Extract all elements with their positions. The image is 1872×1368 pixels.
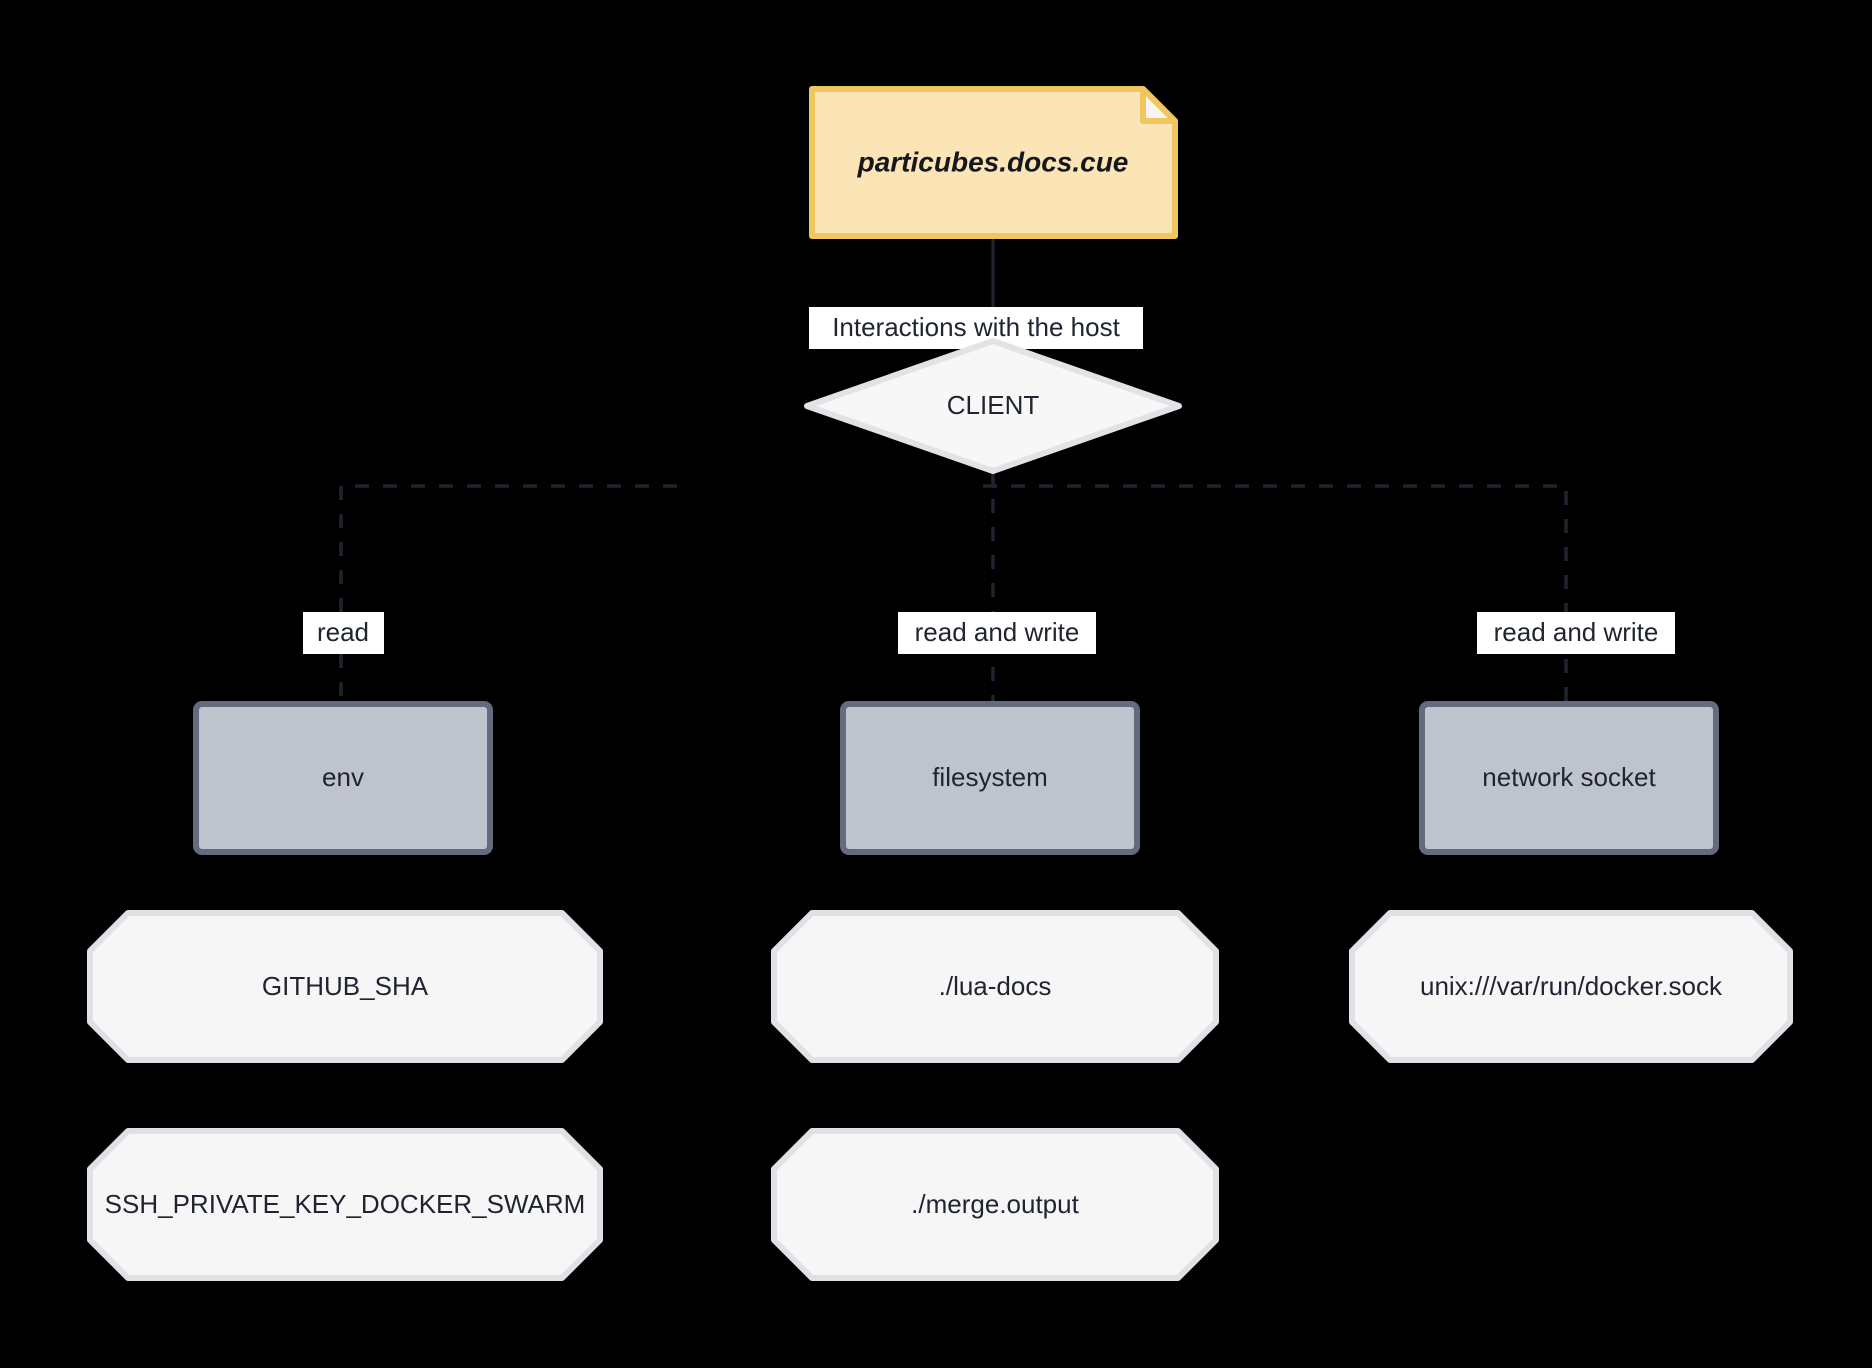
edge-label-interactions-with-the-host: Interactions with the host xyxy=(809,307,1143,349)
edge-label-read-and-write-network-socket: read and write xyxy=(1477,612,1675,654)
node-client[interactable]: CLIENT xyxy=(804,338,1182,474)
merge-output-octagon-shape xyxy=(771,1128,1219,1281)
edge-client-to-env-line xyxy=(339,484,677,704)
edge-label-background xyxy=(809,307,1143,349)
network-socket-box-shape xyxy=(1419,701,1719,855)
edge-label-background xyxy=(303,612,384,654)
filesystem-label: filesystem xyxy=(932,762,1048,792)
ssh-private-key-label: SSH_PRIVATE_KEY_DOCKER_SWARM xyxy=(105,1189,586,1219)
edge-client-to-network-socket-line xyxy=(983,484,1568,704)
ssh-private-key-octagon-shape xyxy=(87,1128,603,1281)
node-lua-docs[interactable]: ./lua-docs xyxy=(771,910,1219,1063)
node-env[interactable]: env xyxy=(193,701,493,855)
edge-label-text: read and write xyxy=(915,617,1080,647)
edge-label-read: read xyxy=(303,612,384,654)
github-sha-label: GITHUB_SHA xyxy=(262,971,429,1001)
edge-label-read-and-write-filesystem: read and write xyxy=(898,612,1096,654)
node-docker-sock[interactable]: unix:///var/run/docker.sock xyxy=(1349,910,1793,1063)
filesystem-box-shape xyxy=(840,701,1140,855)
network-socket-label: network socket xyxy=(1482,762,1656,792)
node-network-socket[interactable]: network socket xyxy=(1419,701,1719,855)
docker-sock-octagon-shape xyxy=(1349,910,1793,1063)
node-ssh-private-key-docker-swarm[interactable]: SSH_PRIVATE_KEY_DOCKER_SWARM xyxy=(87,1128,603,1281)
merge-output-label: ./merge.output xyxy=(911,1189,1079,1219)
note-label: particubes.docs.cue xyxy=(857,146,1129,177)
node-filesystem[interactable]: filesystem xyxy=(840,701,1140,855)
env-box-shape xyxy=(193,701,493,855)
env-label: env xyxy=(322,762,364,792)
node-note-particubes-docs-cue[interactable]: particubes.docs.cue xyxy=(809,86,1178,239)
node-merge-output[interactable]: ./merge.output xyxy=(771,1128,1219,1281)
github-sha-octagon-shape xyxy=(87,910,603,1063)
edge-label-background xyxy=(1477,612,1675,654)
note-fold-corner-icon xyxy=(1140,86,1178,124)
edge-label-text: Interactions with the host xyxy=(832,312,1120,342)
client-label: CLIENT xyxy=(947,390,1040,420)
edge-label-text: read xyxy=(317,617,369,647)
edge-label-text: read and write xyxy=(1494,617,1659,647)
edge-label-background xyxy=(898,612,1096,654)
lua-docs-label: ./lua-docs xyxy=(939,971,1052,1001)
client-diamond-shape xyxy=(804,338,1182,474)
node-github-sha[interactable]: GITHUB_SHA xyxy=(87,910,603,1063)
note-body-shape xyxy=(809,86,1178,239)
lua-docs-octagon-shape xyxy=(771,910,1219,1063)
docker-sock-label: unix:///var/run/docker.sock xyxy=(1420,971,1723,1001)
